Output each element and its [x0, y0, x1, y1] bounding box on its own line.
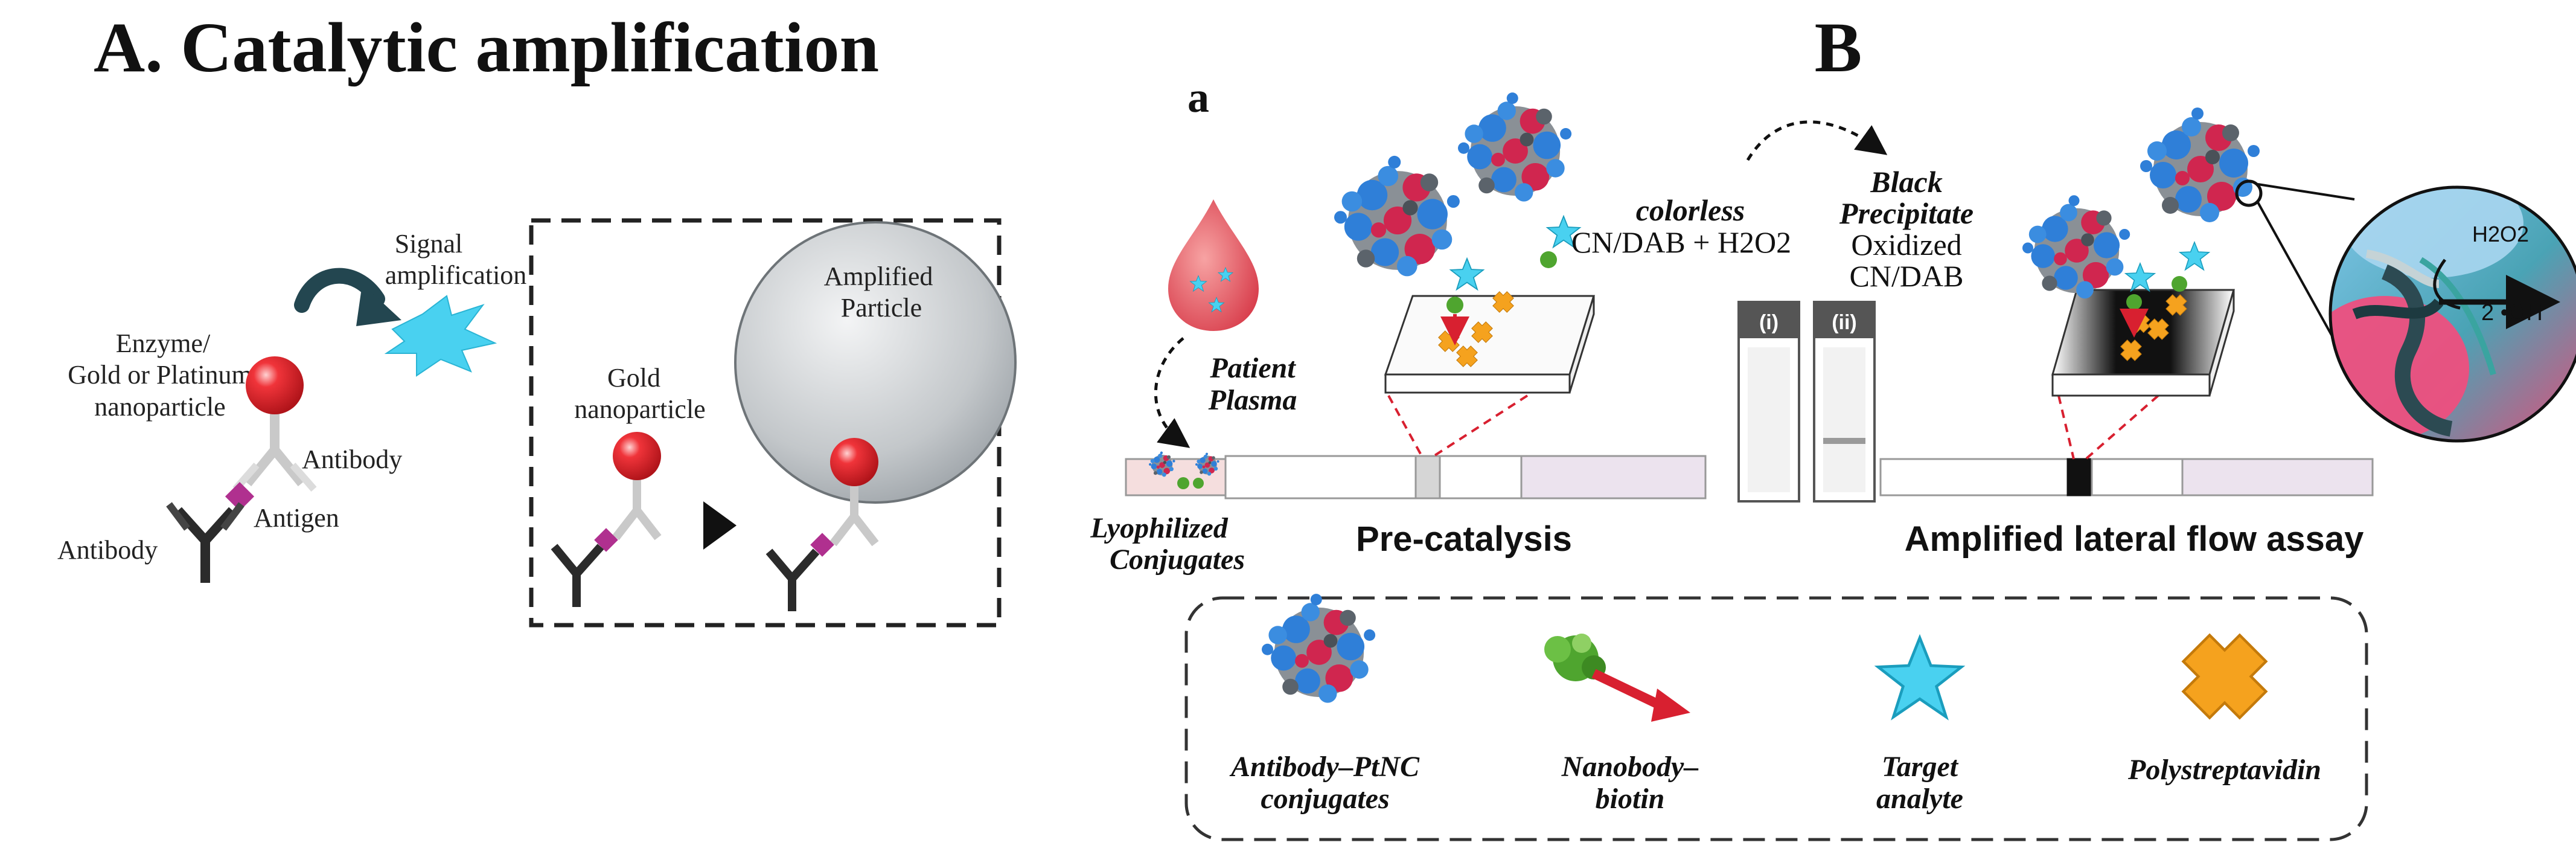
test-strip-ii	[1813, 301, 1876, 503]
zoom-tile-amplified	[2051, 289, 2235, 397]
amplified-label-2: Particle	[841, 293, 922, 323]
zoom-tile-precatalysis	[1384, 295, 1596, 394]
zoom-line-1b	[1433, 394, 1529, 457]
legend-label-target-2: analyte	[1876, 783, 1963, 815]
enzyme-label-2: Gold or Platinum	[68, 360, 252, 390]
antibody-complex-icon	[166, 356, 317, 583]
panel-b-sub-label: a	[1187, 73, 1209, 121]
legend-label-target-1: Target	[1882, 751, 1959, 783]
legend-label-nanobody-2: biotin	[1596, 783, 1665, 815]
precatalysis-label: Pre-catalysis	[1356, 519, 1572, 559]
panel-a: A. Catalytic amplification Signal amplif…	[57, 8, 1017, 628]
legend-box: Antibody–PtNC conjugates Nanobody– bioti…	[1184, 594, 2368, 841]
legend-label-nanobody-1: Nanobody–	[1561, 751, 1699, 783]
zoom-line-2b	[2085, 394, 2159, 460]
zoom-line-2a	[2057, 395, 2075, 460]
oxidized-label-1: Oxidized	[1851, 228, 1961, 262]
nanobody-icon	[1544, 634, 1690, 722]
enzyme-sphere-icon	[246, 356, 304, 414]
lyophilized-label-1: Lyophilized	[1090, 512, 1229, 544]
dashed-arrow-drop-icon	[1154, 337, 1191, 448]
strip-ii-label: (ii)	[1832, 311, 1857, 334]
antigen-label: Antigen	[254, 503, 339, 533]
panel-b-title: B	[1815, 8, 1862, 87]
magnified-circle	[2328, 185, 2576, 443]
magnifier-origin-icon	[2235, 179, 2263, 207]
legend-label-antibody-1: Antibody–PtNC	[1229, 751, 1420, 783]
antibody-top-label: Antibody	[302, 445, 402, 474]
panel-b: B a Patient Plasma Lyophilized Conjugate…	[1090, 8, 2576, 576]
amplified-particle-icon	[734, 221, 1017, 504]
antibody-bottom-label: Antibody	[57, 535, 158, 565]
dashed-arrow-reaction-icon	[1746, 120, 1888, 161]
test-strip-i	[1737, 301, 1800, 503]
oh-label: 2 •OH	[2481, 300, 2543, 326]
reaction-curve-arrow-icon	[2433, 259, 2461, 310]
blood-drop-icon	[1168, 199, 1259, 331]
amplified-antibody-icon	[765, 438, 879, 611]
colorless-label: colorless	[1636, 193, 1745, 227]
magnifier-line-1	[2257, 183, 2355, 201]
black-label-2: Precipitate	[1839, 196, 1974, 230]
gold-label-1: Gold	[607, 363, 660, 393]
legend-item-nanobody-biotin: Nanobody– biotin	[1544, 634, 1698, 815]
curved-arrow-icon	[294, 268, 385, 313]
h2o2-label: H2O2	[2472, 222, 2529, 246]
enzyme-label-1: Enzyme/	[116, 329, 211, 358]
antigen-icon	[225, 481, 255, 512]
amplified-lfa-label: Amplified lateral flow assay	[1905, 519, 2364, 559]
legend-item-polystreptavidin: Polystreptavidin	[2127, 620, 2321, 786]
black-label-1: Black	[1870, 165, 1942, 199]
transition-arrow-icon	[703, 501, 737, 550]
legend-label-polystreptavidin: Polystreptavidin	[2127, 754, 2321, 786]
cn-dab-label: CN/DAB + H2O2	[1571, 225, 1791, 259]
oxidized-label-2: CN/DAB	[1850, 259, 1964, 293]
strip-i-label: (i)	[1759, 311, 1779, 334]
legend-label-antibody-2: conjugates	[1261, 783, 1389, 815]
patient-label-1: Patient	[1209, 352, 1296, 384]
lyophilized-label-2: Conjugates	[1110, 544, 1245, 576]
enzyme-label-3: nanoparticle	[94, 392, 225, 422]
signal-label-1: Signal	[395, 229, 462, 259]
legend-item-antibody-ptnc: Antibody–PtNC conjugates	[1229, 594, 1420, 815]
lateral-flow-strip-precatalysis	[1125, 455, 1707, 499]
gold-antibody-icon	[551, 432, 662, 607]
legend-item-target-analyte: Target analyte	[1876, 638, 1963, 815]
signal-burst-icon	[384, 295, 497, 377]
curved-arrow-head-icon	[356, 284, 401, 326]
zoom-line-1a	[1387, 395, 1423, 457]
patient-label-2: Plasma	[1208, 384, 1297, 416]
lateral-flow-strip-amplified	[1879, 458, 2374, 496]
gold-label-2: nanoparticle	[574, 394, 705, 424]
panel-a-title: A. Catalytic amplification	[94, 8, 879, 87]
signal-label-2: amplification	[385, 260, 527, 290]
amplified-label-1: Amplified	[824, 262, 933, 291]
